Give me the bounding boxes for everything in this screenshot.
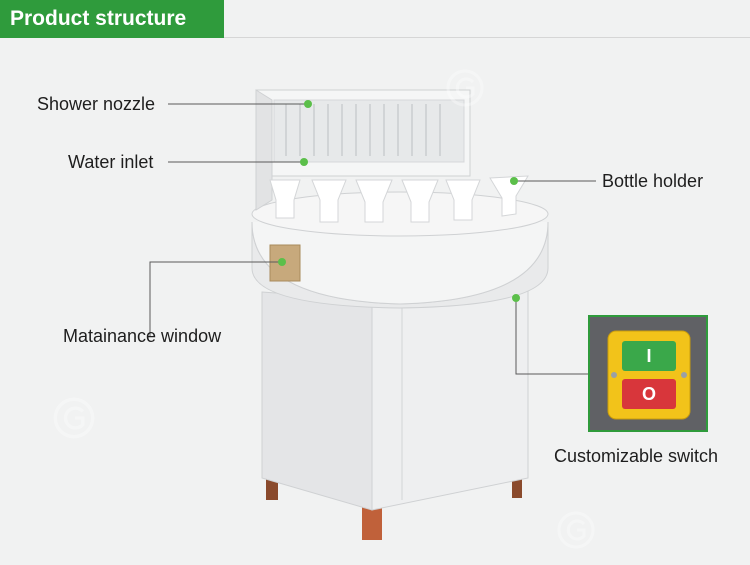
cabinet-left-face (261, 291, 373, 511)
switch-closeup: I O (588, 315, 708, 432)
label-maintenance-window: Matainance window (63, 326, 222, 346)
switch-illustration (590, 317, 706, 430)
header-bar: Product structure (0, 0, 750, 40)
title-divider (224, 37, 750, 38)
shower-panel (273, 99, 465, 163)
label-customizable-switch: Customizable switch (554, 446, 719, 466)
brand-watermark-icon (446, 69, 484, 107)
label-water-inlet: Water inlet (68, 152, 154, 172)
brand-watermark-icon (53, 397, 95, 439)
cabinet-front-face (371, 289, 529, 511)
switch-off-button (622, 379, 676, 409)
switch-on-symbol: I (646, 346, 652, 366)
switch-off-symbol: O (641, 384, 656, 404)
brand-watermark-icon (557, 511, 595, 549)
label-bottle-holder: Bottle holder (602, 171, 704, 191)
label-shower-nozzle: Shower nozzle (37, 94, 156, 114)
bottle-holders (269, 175, 529, 223)
machine-leg (362, 505, 382, 540)
machine-leg (512, 470, 522, 498)
switch-on-button (622, 341, 676, 371)
callout-dots (278, 100, 520, 302)
callout-lines (149, 103, 596, 375)
shower-nozzle-rods (285, 104, 441, 156)
page-title: Product structure (0, 0, 224, 38)
